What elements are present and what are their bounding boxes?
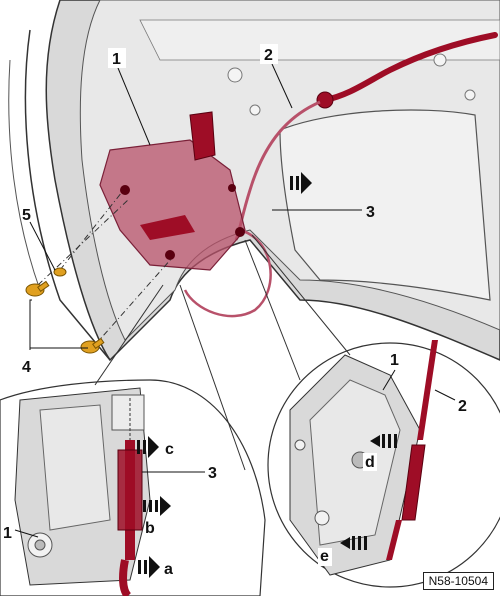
callout-4: 4 [22,359,31,376]
callout-d: d [365,454,375,471]
arrow-a [138,556,160,578]
callout-b: b [145,520,155,537]
callout-e: e [320,548,329,565]
callout-2-main: 2 [264,47,273,64]
detail-right [244,234,500,588]
callout-labels: 1 2 3 5 4 1 3 c b a 1 2 d e [3,44,467,578]
detail-left [0,284,266,596]
callout-2-right: 2 [458,398,467,415]
callout-1-left: 1 [3,525,12,542]
lock-screw-bottom [80,337,105,354]
arrow-e [340,536,367,550]
callout-c: c [165,441,174,458]
screw-leaders [37,191,173,346]
callout-5: 5 [22,207,31,224]
direction-arrow-main [290,172,312,194]
callout-3-left: 3 [208,465,217,482]
detail-left-arrows [14,436,205,578]
spacer-washer [53,267,67,277]
arrow-d [370,434,397,448]
callout-1-main: 1 [112,51,121,68]
lock-screw-top [25,280,50,297]
arrow-c [137,436,159,458]
door-lock-unit-main [99,111,246,271]
callout-a: a [164,561,173,578]
detail-right-arrows [340,369,456,550]
arrow-b [143,496,171,516]
callout-1-right: 1 [390,352,399,369]
callout-3-main: 3 [366,204,375,221]
figure-reference-code: N58-10504 [422,572,494,590]
callout-leaders-main [29,63,362,350]
